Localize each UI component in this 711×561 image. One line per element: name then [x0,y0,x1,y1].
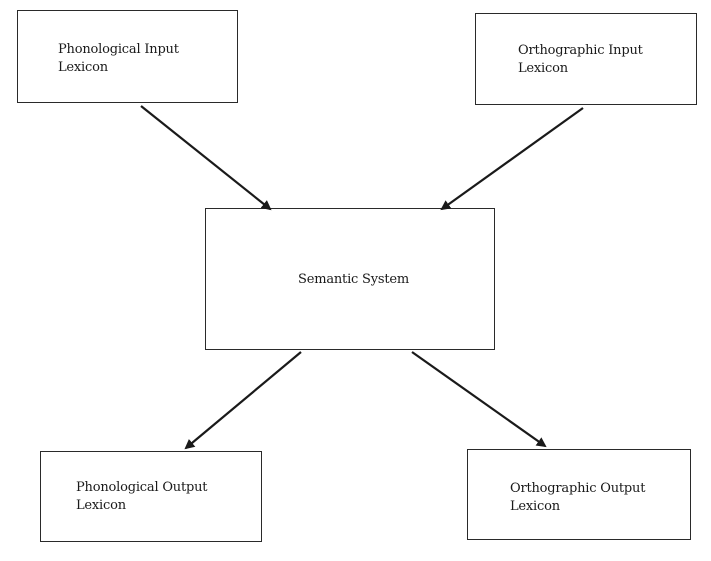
node-orthographic-input-lexicon: Orthographic Input Lexicon [475,13,697,105]
node-label: Phonological Output Lexicon [76,479,208,515]
node-label-line1: Orthographic Input [518,43,643,58]
arrow-semantic-to-phonological-output [184,351,302,450]
node-label-line1: Orthographic Output [510,481,646,496]
node-orthographic-output-lexicon: Orthographic Output Lexicon [467,449,691,540]
node-label: Phonological Input Lexicon [58,41,179,77]
node-label-line1: Phonological Input [58,42,179,57]
node-label-line2: Lexicon [510,499,560,514]
node-label-line2: Lexicon [76,498,126,513]
node-label: Orthographic Input Lexicon [518,42,643,78]
node-label: Semantic System [298,271,409,289]
arrow-semantic-to-orthographic-output [411,351,547,448]
arrow-phonological-input-to-semantic [140,105,272,211]
node-label-line2: Lexicon [58,60,108,75]
node-phonological-input-lexicon: Phonological Input Lexicon [17,10,238,103]
node-phonological-output-lexicon: Phonological Output Lexicon [40,451,262,542]
arrow-orthographic-input-to-semantic [440,107,584,211]
node-label-line1: Phonological Output [76,480,208,495]
node-label: Orthographic Output Lexicon [510,480,645,516]
node-label-text: Semantic System [298,272,410,287]
node-label-line2: Lexicon [518,61,568,76]
node-semantic-system: Semantic System [205,208,495,350]
